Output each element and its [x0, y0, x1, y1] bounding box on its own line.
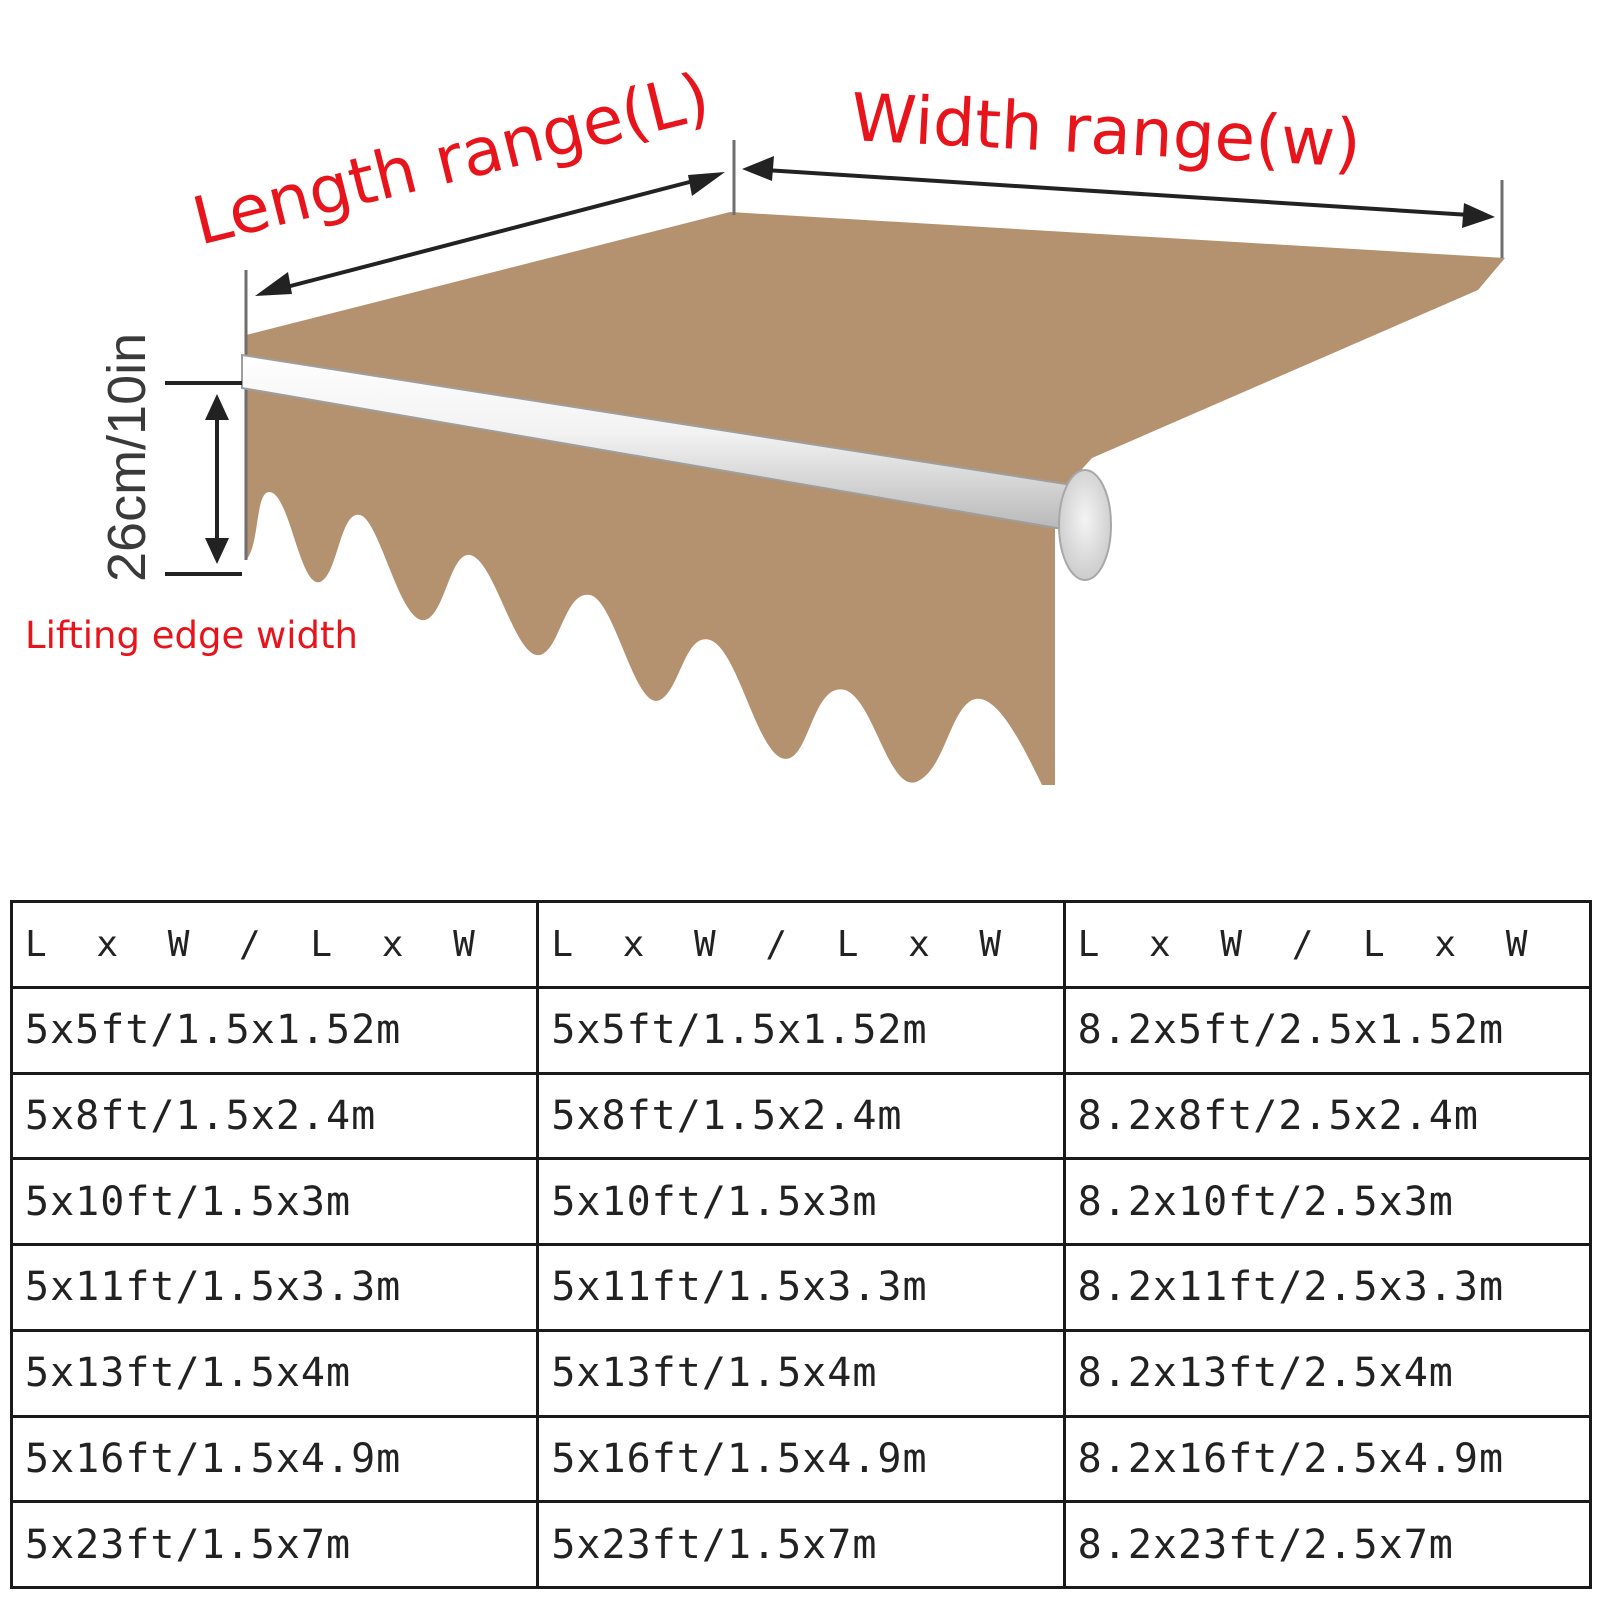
table-cell: 8.2x10ft/2.5x3m: [1062, 1157, 1593, 1246]
table-cell: 5x16ft/1.5x4.9m: [9, 1414, 540, 1504]
table-cell: 5x23ft/1.5x7m: [536, 1500, 1066, 1589]
table-cell: 5x5ft/1.5x1.52m: [536, 985, 1066, 1075]
table-row: 5x5ft/1.5x1.52m 5x5ft/1.5x1.52m 8.2x5ft/…: [9, 985, 1593, 1075]
table-row: 5x11ft/1.5x3.3m 5x11ft/1.5x3.3m 8.2x11ft…: [9, 1243, 1593, 1332]
table-cell: 8.2x23ft/2.5x7m: [1062, 1500, 1593, 1589]
size-table: L x W / L x W L x W / L x W L x W / L x …: [9, 900, 1593, 1589]
table-cell: 8.2x8ft/2.5x2.4m: [1062, 1071, 1593, 1161]
table-cell: 5x10ft/1.5x3m: [9, 1157, 540, 1246]
table-header-cell: L x W / L x W: [1062, 900, 1593, 989]
height-label: 26cm/10in: [97, 333, 157, 582]
width-arrow: [742, 156, 1495, 228]
table-row: 5x13ft/1.5x4m 5x13ft/1.5x4m 8.2x13ft/2.5…: [9, 1328, 1593, 1418]
table-cell: 8.2x16ft/2.5x4.9m: [1062, 1414, 1593, 1504]
front-bar-end-cap: [1058, 469, 1112, 581]
table-cell: 8.2x11ft/2.5x3.3m: [1062, 1243, 1593, 1332]
table-cell: 8.2x13ft/2.5x4m: [1062, 1328, 1593, 1418]
table-cell: 5x8ft/1.5x2.4m: [536, 1071, 1066, 1161]
width-range-label: Width range(w): [849, 79, 1362, 183]
table-row: 5x16ft/1.5x4.9m 5x16ft/1.5x4.9m 8.2x16ft…: [9, 1414, 1593, 1504]
table-cell: 5x8ft/1.5x2.4m: [9, 1071, 540, 1161]
table-cell: 5x11ft/1.5x3.3m: [9, 1243, 540, 1332]
table-cell: 5x16ft/1.5x4.9m: [536, 1414, 1066, 1504]
table-cell: 8.2x5ft/2.5x1.52m: [1062, 985, 1593, 1075]
table-header-cell: L x W / L x W: [536, 900, 1066, 989]
table-cell: 5x23ft/1.5x7m: [9, 1500, 540, 1589]
table-header-row: L x W / L x W L x W / L x W L x W / L x …: [9, 900, 1593, 989]
length-arrow: [255, 172, 725, 296]
table-row: 5x23ft/1.5x7m 5x23ft/1.5x7m 8.2x23ft/2.5…: [9, 1500, 1593, 1589]
table-header-cell: L x W / L x W: [9, 900, 540, 989]
table-row: 5x10ft/1.5x3m 5x10ft/1.5x3m 8.2x10ft/2.5…: [9, 1157, 1593, 1246]
length-range-label: Length range(L): [185, 58, 717, 261]
awning-top-surface: [246, 212, 1505, 488]
height-dimension: [165, 381, 242, 576]
table-cell: 5x11ft/1.5x3.3m: [536, 1243, 1066, 1332]
table-cell: 5x5ft/1.5x1.52m: [9, 985, 540, 1075]
table-row: 5x8ft/1.5x2.4m 5x8ft/1.5x2.4m 8.2x8ft/2.…: [9, 1071, 1593, 1161]
table-cell: 5x10ft/1.5x3m: [536, 1157, 1066, 1246]
table-cell: 5x13ft/1.5x4m: [536, 1328, 1066, 1418]
awning-diagram: Length range(L) Width range(w) 26cm/10in…: [25, 58, 1505, 785]
table-cell: 5x13ft/1.5x4m: [9, 1328, 540, 1418]
lifting-edge-label: Lifting edge width: [25, 614, 358, 657]
